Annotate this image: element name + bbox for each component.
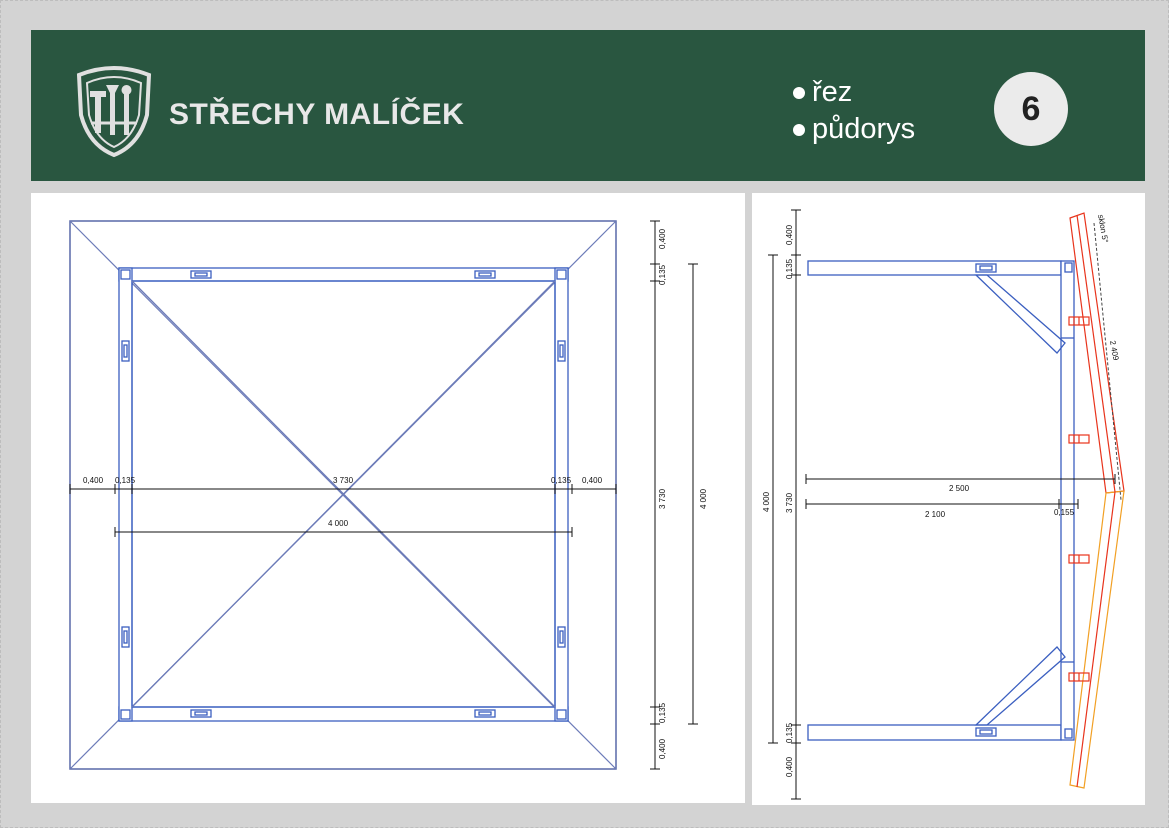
view-legend: řez půdorys [793, 74, 915, 148]
dim-label-vertical: 0,400 [785, 756, 794, 777]
dim-label: 0,400 [83, 476, 104, 485]
floor-plan-panel: 0,400 0,135 3 730 0,135 0,400 4 000 0,40… [31, 193, 745, 803]
rafter-length-line [1093, 222, 1122, 501]
dim-label-vertical: 0,400 [658, 738, 667, 759]
dim-label: 0,135 [551, 476, 572, 485]
dim-label: 0,135 [115, 476, 136, 485]
section-drawing: sklon 5° 2 409 0,400 0,135 0,135 0,400 4… [762, 209, 1125, 800]
sheet-number-badge: 6 [994, 72, 1068, 146]
roof-outline [69, 220, 617, 770]
floor-plan-drawing: 0,400 0,135 3 730 0,135 0,400 4 000 0,40… [69, 220, 708, 770]
section-dimension-vertical [768, 209, 801, 800]
dim-label-vertical: 0,135 [785, 258, 794, 279]
dim-label-total: 4 000 [328, 519, 349, 528]
legend-label-plan: půdorys [812, 113, 916, 145]
dim-label: 0,400 [582, 476, 603, 485]
dim-label-total-vertical: 4 000 [762, 491, 771, 512]
section-dimension-horizontal [805, 474, 1116, 509]
section-panel: sklon 5° 2 409 0,400 0,135 0,135 0,400 4… [752, 193, 1145, 805]
legend-item-plan: půdorys [793, 111, 915, 148]
dim-label-inner-vertical: 3 730 [785, 492, 794, 513]
legend-item-section: řez [793, 74, 915, 111]
dimension-line-total [114, 527, 573, 537]
dim-label-vertical: 0,135 [785, 722, 794, 743]
slope-label: sklon 5° [1096, 214, 1110, 244]
dim-label-vertical: 0,135 [658, 702, 667, 723]
header-bar: STŘECHY MALÍČEK řez půdorys 6 [31, 30, 1145, 181]
dim-label-width-part: 2 100 [925, 510, 946, 519]
bullet-icon [793, 86, 805, 99]
dim-label-vertical: 0,400 [658, 228, 667, 249]
dimension-line-horizontal [69, 484, 617, 494]
rafter-length-label: 2 409 [1108, 340, 1120, 362]
dim-label-vertical: 0,400 [785, 224, 794, 245]
dim-label-width-total: 2 500 [949, 484, 970, 493]
dim-label-vertical-inner: 3 730 [658, 488, 667, 509]
dim-label-vertical: 0,135 [658, 264, 667, 285]
dim-label-width-small: 0,155 [1054, 508, 1075, 517]
frame-section [807, 260, 1075, 741]
brand-name: STŘECHY MALÍČEK [169, 98, 465, 131]
legend-label-section: řez [812, 76, 853, 108]
dim-label-vertical-total: 4 000 [699, 488, 708, 509]
company-logo-icon [76, 66, 152, 158]
dim-label: 3 730 [333, 476, 354, 485]
frame-plan [118, 267, 569, 722]
roof-section [1068, 212, 1125, 789]
dimension-line-vertical [650, 220, 698, 770]
bullet-icon [793, 123, 805, 136]
